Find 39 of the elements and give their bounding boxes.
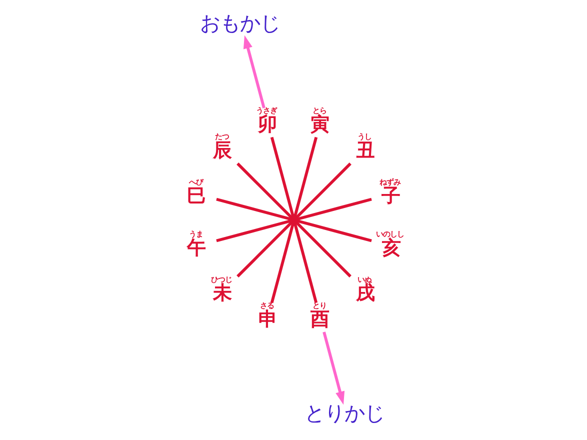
node-text: 寅 (310, 113, 330, 136)
node-text: 午 (186, 236, 206, 259)
node-label: へび (188, 177, 202, 186)
node-label: とり (312, 300, 326, 310)
connector (270, 221, 295, 304)
node-label: たつ (214, 132, 229, 142)
arrow (322, 332, 344, 405)
node-text: 卯 (258, 113, 277, 136)
node-label: ひつじ (210, 274, 232, 284)
connector (294, 218, 372, 242)
connector (270, 136, 295, 219)
node-text: とりかじ (304, 400, 384, 425)
connector (236, 162, 294, 220)
connector (216, 218, 292, 242)
node-text: 丑 (355, 140, 374, 162)
node-text: 亥 (381, 236, 400, 259)
node-text: 巳 (186, 184, 206, 207)
node-text: 申 (258, 308, 277, 330)
node-label: さる (260, 300, 274, 310)
node-label: うし (357, 132, 372, 142)
connector (293, 220, 351, 278)
node-label: いぬ (357, 274, 372, 284)
arrow (242, 35, 265, 108)
node-text: 辰 (212, 140, 232, 162)
node-text: 未 (212, 282, 232, 304)
connector (292, 221, 318, 304)
connector (292, 136, 318, 219)
node-label: いのしし (376, 230, 404, 239)
node-label: ねずみ (379, 177, 400, 186)
connector (216, 198, 292, 222)
connector (236, 220, 294, 278)
node-label: うさぎ (256, 106, 277, 116)
node-text: 酉 (310, 308, 330, 330)
connector (293, 162, 351, 220)
node-text: おもかじ (199, 11, 280, 36)
node-label: とら (312, 106, 326, 116)
connector (294, 198, 372, 222)
node-text: 戌 (355, 282, 374, 304)
node-label: うま (188, 230, 202, 239)
